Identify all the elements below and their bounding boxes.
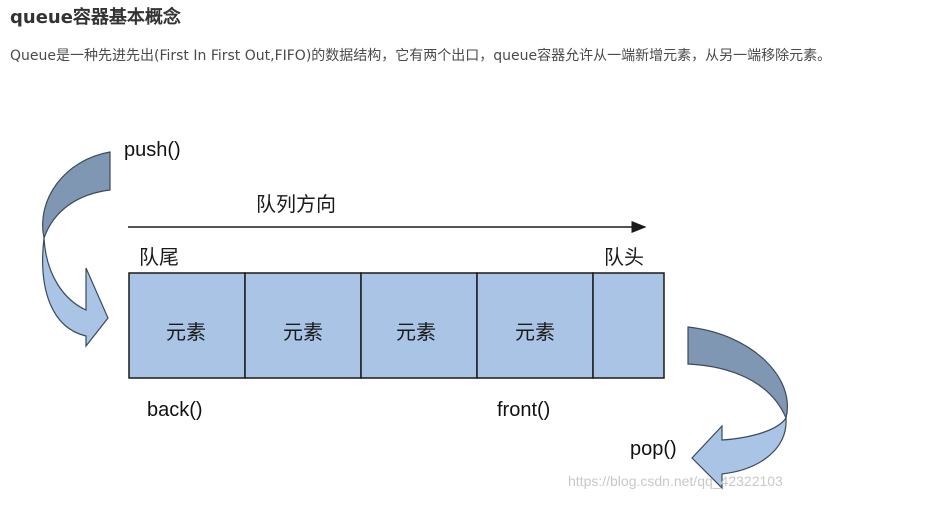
push-arrow-body bbox=[42, 237, 109, 348]
head-label: 队头 bbox=[604, 245, 644, 269]
push-arrow-top bbox=[42, 151, 111, 241]
pop-label: pop() bbox=[630, 438, 677, 460]
page-title: queue容器基本概念 bbox=[10, 7, 181, 28]
queue-cell bbox=[592, 272, 665, 379]
push-arrow-icon bbox=[42, 151, 111, 348]
pop-arrow-top bbox=[687, 326, 788, 420]
back-label: back() bbox=[147, 399, 203, 421]
front-label: front() bbox=[497, 399, 550, 421]
queue-cell bbox=[360, 272, 478, 379]
queue-cells: 元素 元素 元素 元素 bbox=[128, 272, 665, 379]
push-label: push() bbox=[124, 139, 181, 161]
direction-label: 队列方向 bbox=[256, 192, 336, 216]
watermark: https://blog.csdn.net/qq_42322103 bbox=[568, 473, 783, 489]
cell-label: 元素 bbox=[166, 320, 206, 344]
queue-cell bbox=[244, 272, 362, 379]
pop-arrow-icon bbox=[687, 326, 788, 490]
queue-cell bbox=[476, 272, 594, 379]
cell-label: 元素 bbox=[515, 320, 555, 344]
cell-label: 元素 bbox=[396, 320, 436, 344]
queue-cell bbox=[128, 272, 246, 379]
pop-arrow-body bbox=[691, 416, 787, 490]
intro-paragraph: Queue是一种先进先出(First In First Out,FIFO)的数据… bbox=[10, 48, 832, 64]
tail-label: 队尾 bbox=[139, 245, 179, 269]
cell-label: 元素 bbox=[283, 320, 323, 344]
